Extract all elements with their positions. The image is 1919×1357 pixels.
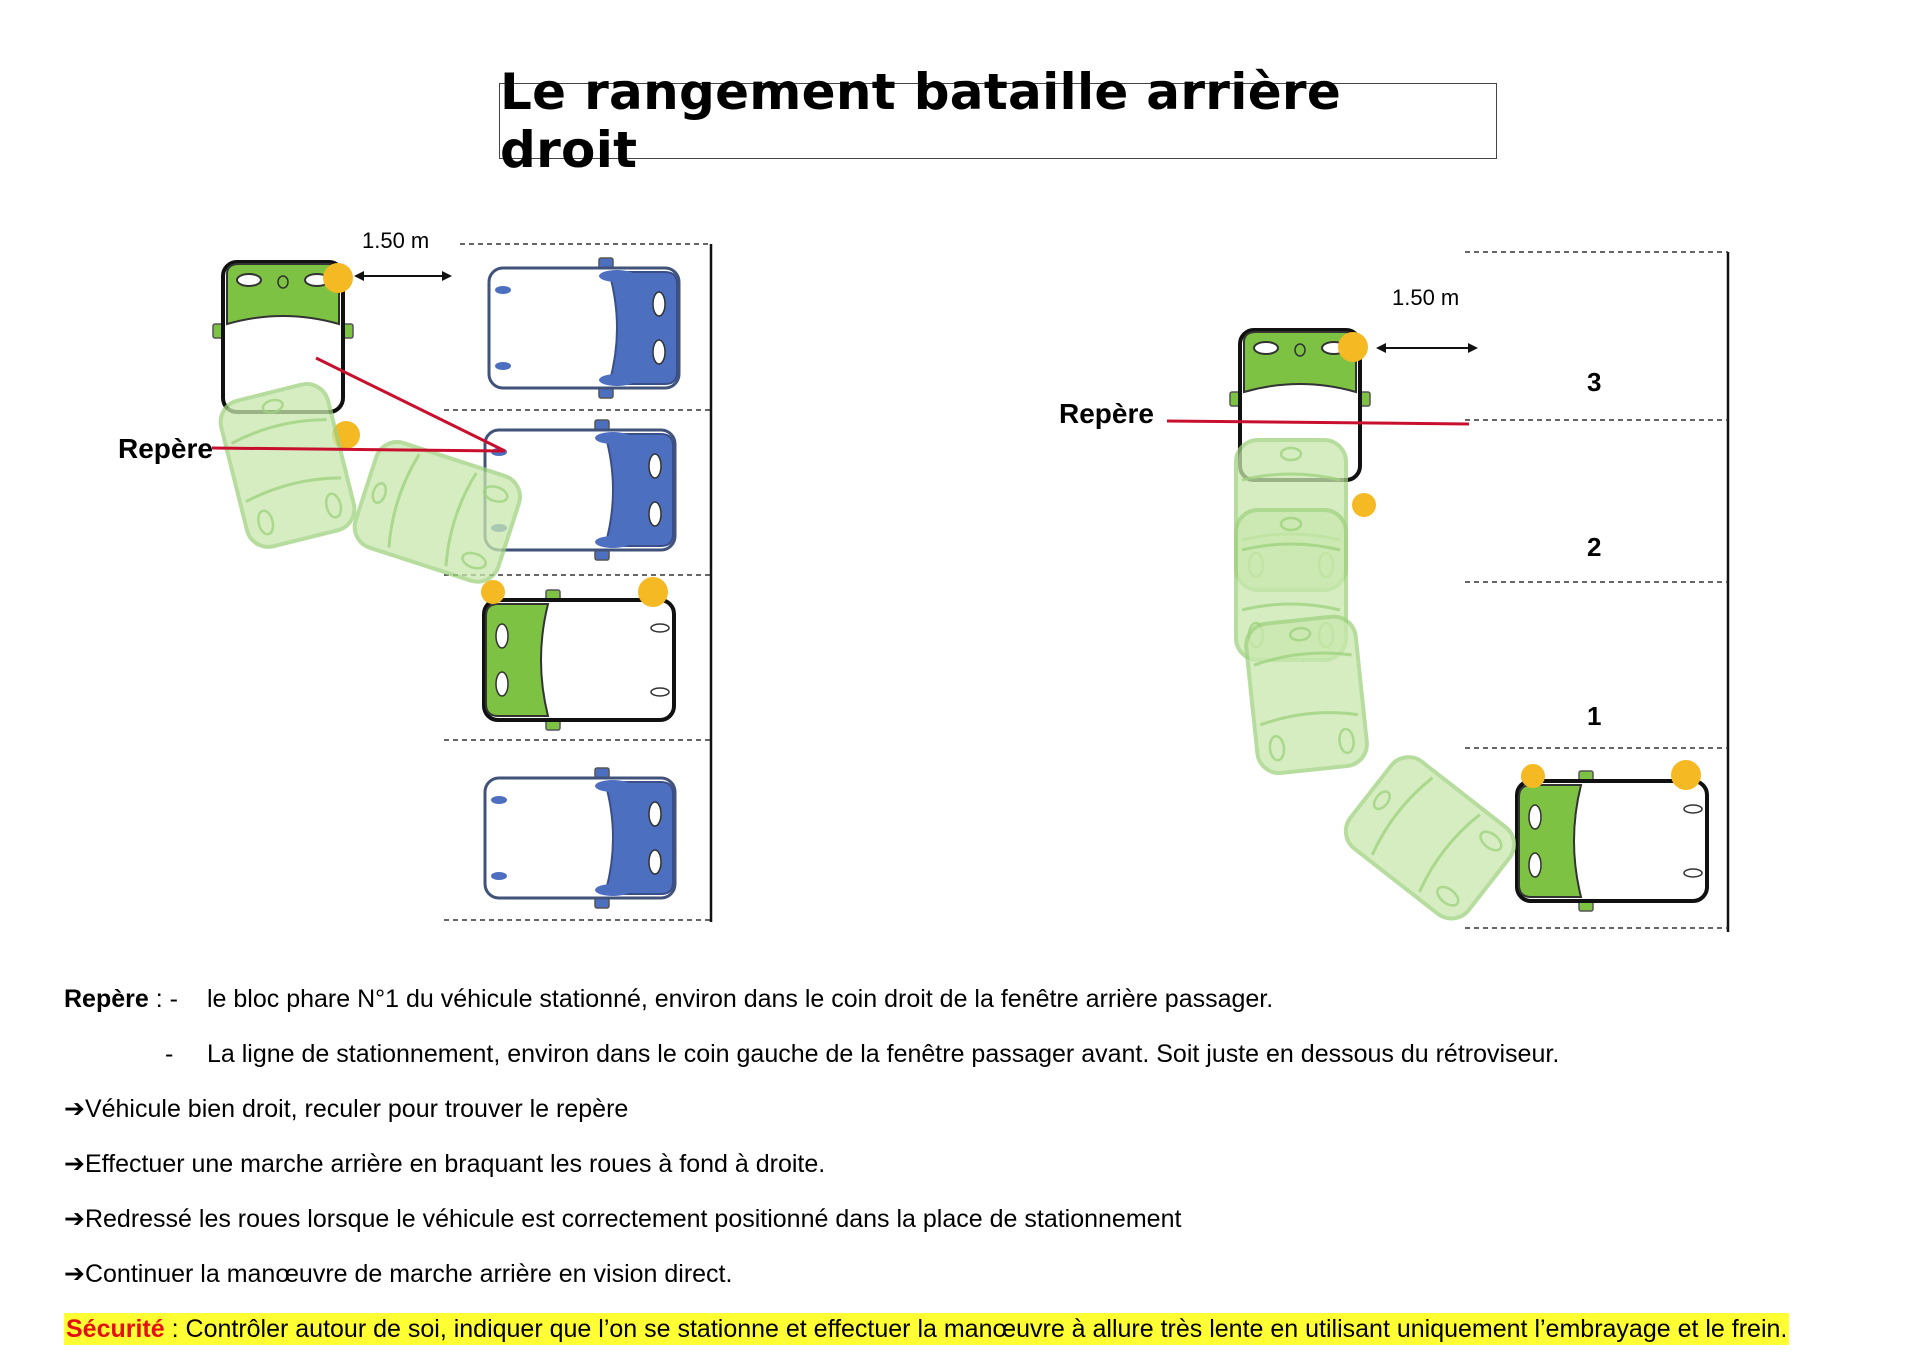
- repere-label: Repère: [1059, 398, 1154, 429]
- slot-number: 1: [1587, 701, 1601, 731]
- repere-line-1: Repère : - le bloc phare N°1 du véhicule…: [64, 985, 1273, 1013]
- headlight-marker: [1352, 493, 1376, 517]
- step-line: ➔Véhicule bien droit, reculer pour trouv…: [64, 1095, 628, 1123]
- title-box: Le rangement bataille arrière droit: [499, 63, 1497, 179]
- headlight-marker: [481, 580, 505, 604]
- parking-diagrams: 1.50 m Repère 3 2 1 1.50 m: [118, 228, 1730, 932]
- security-line: Sécurité : Contrôler autour de soi, indi…: [64, 1313, 1790, 1345]
- left-diagram: 1.50 m Repère: [118, 228, 713, 922]
- security-label: Sécurité: [66, 1315, 165, 1343]
- step-text: Effectuer une marche arrière en braquant…: [84, 1150, 826, 1178]
- repere-separator: : -: [148, 985, 178, 1013]
- repere-text-2: La ligne de stationnement, environ dans …: [207, 1040, 1560, 1068]
- arrow-icon: ➔: [64, 1205, 85, 1233]
- security-highlight: Sécurité : Contrôler autour de soi, indi…: [64, 1313, 1790, 1345]
- headlight-marker: [1521, 764, 1545, 788]
- dash-bullet: -: [165, 1040, 174, 1068]
- repere-text-1: le bloc phare N°1 du véhicule stationné,…: [207, 985, 1274, 1013]
- distance-label: 1.50 m: [1392, 285, 1459, 310]
- repere-label: Repère: [118, 433, 213, 464]
- step-line: ➔Continuer la manœuvre de marche arrière…: [64, 1260, 732, 1288]
- repere-heading: Repère: [64, 985, 149, 1013]
- slot-number: 3: [1587, 367, 1601, 397]
- step-text: Continuer la manœuvre de marche arrière …: [84, 1260, 733, 1288]
- parked-car-blue: [487, 256, 681, 400]
- parked-car-green: [1515, 769, 1709, 913]
- distance-label: 1.50 m: [362, 228, 429, 253]
- page-title: Le rangement bataille arrière droit: [500, 63, 1342, 179]
- parked-car-blue: [483, 766, 677, 910]
- security-text: : Contrôler autour de soi, indiquer que …: [164, 1315, 1788, 1343]
- headlight-marker: [638, 577, 668, 607]
- right-diagram: 3 2 1 1.50 m Repère: [1059, 251, 1730, 932]
- ghost-car: [1335, 746, 1525, 930]
- headlight-marker: [323, 263, 353, 293]
- headlight-marker: [1338, 332, 1368, 362]
- arrow-icon: ➔: [64, 1150, 85, 1178]
- arrow-icon: ➔: [64, 1095, 85, 1123]
- step-line: ➔Redressé les roues lorsque le véhicule …: [64, 1205, 1181, 1233]
- step-line: ➔Effectuer une marche arrière en braquan…: [64, 1150, 825, 1178]
- parked-car-green: [482, 588, 676, 732]
- step-text: Véhicule bien droit, reculer pour trouve…: [84, 1095, 629, 1123]
- slot-number: 2: [1587, 532, 1601, 562]
- arrow-icon: ➔: [64, 1260, 85, 1288]
- ghost-car: [1242, 612, 1372, 778]
- headlight-marker: [1671, 760, 1701, 790]
- step-text: Redressé les roues lorsque le véhicule e…: [84, 1205, 1182, 1233]
